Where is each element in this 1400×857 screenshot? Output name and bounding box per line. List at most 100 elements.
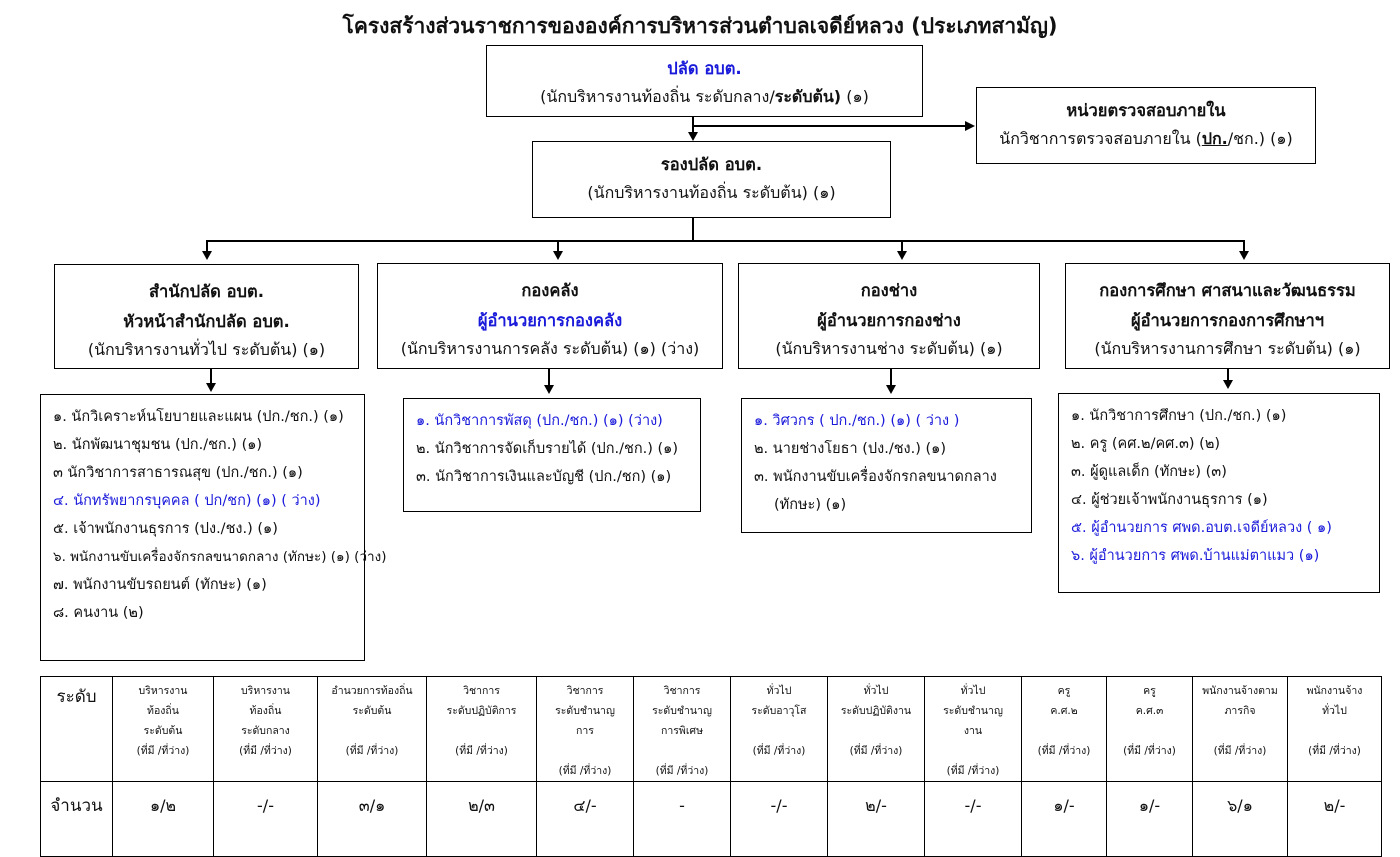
count-cell: ๔/- bbox=[536, 781, 634, 857]
list-item: ๓. พนักงานขับเครื่องจักรกลขนาดกลาง bbox=[754, 469, 997, 485]
department-name: กองคลัง bbox=[521, 281, 579, 300]
count-cell: ๒/- bbox=[1287, 781, 1382, 857]
arrow-to-audit bbox=[965, 121, 975, 131]
count-cell: ๖/๑ bbox=[1192, 781, 1288, 857]
palad-title: ปลัด อบต. bbox=[667, 59, 742, 78]
bus-drop-2 bbox=[557, 240, 559, 252]
list-item: ๕. ผู้อำนวยการ ศพด.อบต.เจดีย์หลวง ( ๑) bbox=[1071, 520, 1332, 536]
list-item: ๖. พนักงานขับเครื่องจักรกลขนาดกลาง (ทักษ… bbox=[53, 549, 387, 565]
staff-list-palad-office: ๑. นักวิเคราะห์นโยบายและแผน (ปก./ชก.) (๑… bbox=[40, 394, 387, 661]
level-table: ระดับ บริหารงานท้องถิ่นระดับต้น(ที่มี /ท… bbox=[40, 676, 1382, 857]
department-position: (นักบริหารงานช่าง ระดับต้น) (๑) bbox=[775, 339, 1003, 358]
list-item: ๒. ครู (คศ.๒/คศ.๓) (๒) bbox=[1071, 436, 1221, 452]
audit-box: หน่วยตรวจสอบภายใน นักวิชาการตรวจสอบภายใน… bbox=[976, 87, 1316, 164]
arrow-dept-3 bbox=[897, 251, 907, 260]
department-position: (นักบริหารงานทั่วไป ระดับต้น) (๑) bbox=[87, 340, 326, 359]
level-cell: ทั่วไประดับปฏิบัติงาน(ที่มี /ที่ว่าง) bbox=[827, 676, 925, 782]
palad-position: (นักบริหารงานท้องถิ่น ระดับกลาง/ระดับต้น… bbox=[540, 87, 869, 106]
arrow-dept-4 bbox=[1239, 251, 1249, 260]
level-cell: บริหารงานท้องถิ่นระดับต้น(ที่มี /ที่ว่าง… bbox=[112, 676, 214, 782]
row-header-count: จำนวน bbox=[40, 781, 113, 857]
connector-staff-1 bbox=[210, 369, 212, 383]
department-box-palad-office: สำนักปลัด อบต. หัวหน้าสำนักปลัด อบต. (นั… bbox=[54, 264, 359, 369]
department-box-education: กองการศึกษา ศาสนาและวัฒนธรรม ผู้อำนวยการ… bbox=[1065, 263, 1390, 369]
list-item: ๑. นักวิเคราะห์นโยบายและแผน (ปก./ชก.) (๑… bbox=[53, 409, 344, 425]
department-bus bbox=[206, 240, 1245, 242]
department-position: (นักบริหารงานการศึกษา ระดับต้น) (๑) bbox=[1094, 339, 1361, 358]
audit-position: นักวิชาการตรวจสอบภายใน (ปก./ชก.) (๑) bbox=[999, 129, 1293, 148]
department-head: ผู้อำนวยการกองการศึกษาฯ bbox=[1130, 311, 1325, 330]
count-cell: -/- bbox=[213, 781, 318, 857]
arrow-dept-2 bbox=[553, 251, 563, 260]
arrow-staff-1 bbox=[206, 383, 216, 392]
staff-list-engineering: ๑. วิศวกร ( ปก./ชก.) (๑) ( ว่าง ) ๒. นาย… bbox=[741, 398, 1032, 533]
arrow-staff-3 bbox=[886, 385, 896, 394]
list-item: ๒. นายช่างโยธา (ปง./ชง.) (๑) bbox=[754, 441, 947, 457]
list-item: ๔. นักทรัพยากรบุคคล ( ปก/ชก) (๑) ( ว่าง) bbox=[53, 493, 321, 509]
department-name: สำนักปลัด อบต. bbox=[148, 282, 265, 301]
department-head: ผู้อำนวยการกองช่าง bbox=[817, 311, 961, 330]
count-cell: -/- bbox=[924, 781, 1022, 857]
level-cell: ครูค.ศ.๓(ที่มี /ที่ว่าง) bbox=[1106, 676, 1193, 782]
level-cell: วิชาการระดับชำนาญการพิเศษ(ที่มี /ที่ว่าง… bbox=[633, 676, 731, 782]
list-item: ๓ นักวิชาการสาธารณสุข (ปก./ชก.) (๑) bbox=[53, 465, 303, 481]
level-cell: วิชาการระดับชำนาญการ(ที่มี /ที่ว่าง) bbox=[536, 676, 634, 782]
count-cell: ๒/๓ bbox=[426, 781, 537, 857]
connector-staff-4 bbox=[1227, 369, 1229, 381]
table-row-count: จำนวน ๑/๒ -/- ๓/๑ ๒/๓ ๔/- - -/- ๒/- -/- … bbox=[40, 781, 1382, 857]
arrow-staff-4 bbox=[1223, 380, 1233, 389]
list-item: ๒. นักวิชาการจัดเก็บรายได้ (ปก./ชก.) (๑) bbox=[416, 441, 679, 457]
count-cell: ๑/๒ bbox=[112, 781, 214, 857]
level-cell: บริหารงานท้องถิ่นระดับกลาง(ที่มี /ที่ว่า… bbox=[213, 676, 318, 782]
department-head: ผู้อำนวยการกองคลัง bbox=[477, 311, 623, 330]
count-cell: ๒/- bbox=[827, 781, 925, 857]
list-item: ๕. เจ้าพนักงานธุรการ (ปง./ชง.) (๑) bbox=[53, 521, 278, 537]
bus-drop-1 bbox=[206, 240, 208, 252]
department-head: หัวหน้าสำนักปลัด อบต. bbox=[123, 312, 290, 331]
connector-staff-3 bbox=[890, 369, 892, 385]
department-name: กองช่าง bbox=[860, 281, 918, 300]
connector-deputy-bus bbox=[692, 218, 694, 240]
list-item: ๑. นักวิชาการพัสดุ (ปก./ชก.) (๑) (ว่าง) bbox=[416, 413, 663, 429]
page-title: โครงสร้างส่วนราชการขององค์การบริหารส่วนต… bbox=[342, 14, 1058, 38]
audit-title: หน่วยตรวจสอบภายใน bbox=[1066, 101, 1226, 120]
connector-to-audit bbox=[693, 125, 966, 127]
department-position: (นักบริหารงานการคลัง ระดับต้น) (๑) (ว่าง… bbox=[400, 339, 700, 358]
list-item: ๑. วิศวกร ( ปก./ชก.) (๑) ( ว่าง ) bbox=[754, 413, 960, 429]
staff-list-finance: ๑. นักวิชาการพัสดุ (ปก./ชก.) (๑) (ว่าง) … bbox=[403, 398, 701, 512]
arrow-dept-1 bbox=[202, 251, 212, 260]
count-cell: ๑/- bbox=[1021, 781, 1107, 857]
department-name: กองการศึกษา ศาสนาและวัฒนธรรม bbox=[1099, 281, 1356, 300]
arrow-staff-2 bbox=[544, 385, 554, 394]
deputy-title: รองปลัด อบต. bbox=[660, 155, 763, 174]
list-item: ๓. ผู้ดูแลเด็ก (ทักษะ) (๓) bbox=[1071, 464, 1227, 480]
count-cell: - bbox=[633, 781, 731, 857]
list-item: ๒. นักพัฒนาชุมชน (ปก./ชก.) (๑) bbox=[53, 437, 263, 453]
department-box-finance: กองคลัง ผู้อำนวยการกองคลัง (นักบริหารงาน… bbox=[377, 263, 723, 369]
count-cell: ๑/- bbox=[1106, 781, 1193, 857]
list-item: ๑. นักวิชาการศึกษา (ปก./ชก.) (๑) bbox=[1071, 408, 1287, 424]
deputy-box: รองปลัด อบต. (นักบริหารงานท้องถิ่น ระดับ… bbox=[532, 141, 891, 218]
level-cell: พนักงานจ้างทั่วไป(ที่มี /ที่ว่าง) bbox=[1287, 676, 1382, 782]
arrow-to-deputy bbox=[688, 132, 698, 141]
level-cell: อำนวยการท้องถิ่นระดับต้น(ที่มี /ที่ว่าง) bbox=[317, 676, 427, 782]
department-box-engineering: กองช่าง ผู้อำนวยการกองช่าง (นักบริหารงาน… bbox=[738, 263, 1040, 369]
count-cell: ๓/๑ bbox=[317, 781, 427, 857]
level-cell: ทั่วไประดับอาวุโส(ที่มี /ที่ว่าง) bbox=[730, 676, 828, 782]
list-item: ๘. คนงาน (๒) bbox=[53, 605, 144, 621]
staff-list-education: ๑. นักวิชาการศึกษา (ปก./ชก.) (๑) ๒. ครู … bbox=[1058, 393, 1380, 593]
row-header-level: ระดับ bbox=[40, 676, 113, 782]
bus-drop-4 bbox=[1243, 240, 1245, 252]
count-cell: -/- bbox=[730, 781, 828, 857]
level-cell: พนักงานจ้างตามภารกิจ(ที่มี /ที่ว่าง) bbox=[1192, 676, 1288, 782]
connector-staff-2 bbox=[548, 369, 550, 385]
level-cell: ครูค.ศ.๒(ที่มี /ที่ว่าง) bbox=[1021, 676, 1107, 782]
level-cell: วิชาการระดับปฏิบัติการ(ที่มี /ที่ว่าง) bbox=[426, 676, 537, 782]
list-item: (ทักษะ) (๑) bbox=[774, 497, 847, 513]
bus-drop-3 bbox=[901, 240, 903, 252]
list-item: ๔. ผู้ช่วยเจ้าพนักงานธุรการ (๑) bbox=[1071, 492, 1268, 508]
palad-box: ปลัด อบต. (นักบริหารงานท้องถิ่น ระดับกลา… bbox=[486, 45, 923, 117]
level-cell: ทั่วไประดับชำนาญงาน(ที่มี /ที่ว่าง) bbox=[924, 676, 1022, 782]
list-item: ๗. พนักงานขับรถยนต์ (ทักษะ) (๑) bbox=[53, 577, 267, 593]
table-row-level: ระดับ บริหารงานท้องถิ่นระดับต้น(ที่มี /ท… bbox=[40, 676, 1382, 782]
